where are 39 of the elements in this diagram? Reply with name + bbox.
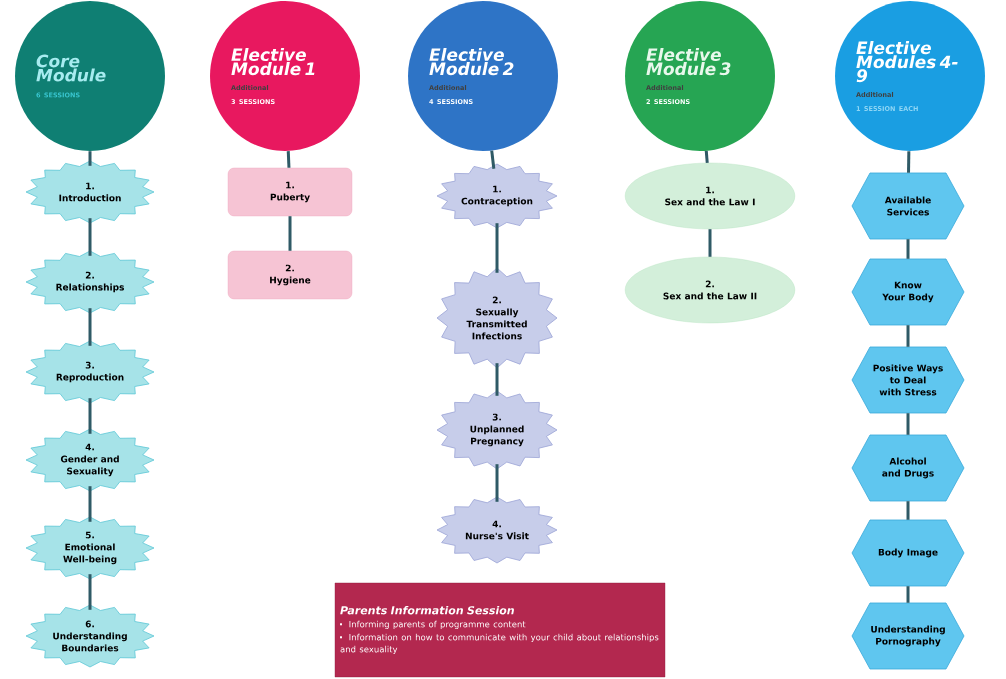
session-starburst: 3. Unplanned Pregnancy (436, 390, 558, 470)
session-box: 1. Puberty (227, 167, 353, 217)
session-starburst: 5. Emotional Well-being (25, 516, 155, 580)
session-hexagon: Available Services (851, 172, 965, 240)
connector-line (906, 413, 910, 435)
connector-line (495, 363, 499, 396)
connector-line (906, 239, 910, 259)
connector-line (490, 150, 496, 169)
connector-line (88, 574, 92, 610)
connector-line (88, 151, 92, 166)
session-hexagon: Know Your Body (851, 258, 965, 326)
connector-line (906, 325, 910, 347)
connector-line (495, 464, 499, 502)
session-box: 2. Hygiene (227, 250, 353, 300)
connector-line (906, 501, 910, 520)
connector-line (288, 216, 292, 251)
session-hexagon: Positive Ways to Deal with Stress (851, 346, 965, 414)
connector-line (906, 586, 910, 603)
connector-line (704, 150, 709, 163)
session-starburst: 3. Reproduction (25, 340, 155, 404)
connector-line (286, 151, 291, 168)
connector-line (88, 486, 92, 522)
connector-line (907, 151, 911, 173)
session-hexagon: Alcohol and Drugs (851, 434, 965, 502)
connector-line (708, 229, 712, 257)
session-starburst: 4. Gender and Sexuality (25, 428, 155, 492)
session-starburst: 4. Nurse's Visit (436, 496, 558, 564)
session-hexagon: Understanding Pornography (851, 602, 965, 670)
session-starburst: 1. Contraception (436, 163, 558, 229)
connector-line (88, 308, 92, 346)
session-starburst: 2. Relationships (25, 250, 155, 314)
session-starburst: 2. Sexually Transmitted Infections (436, 267, 558, 369)
connector-line (88, 218, 92, 256)
connector-line (495, 223, 499, 273)
session-starburst: 1. Introduction (25, 160, 155, 224)
info-panel: Parents Information Session Informing parents of programme content Information on how to communicate with your child about relationships and sexuality (334, 582, 666, 678)
session-starburst: 6. Understanding Boundaries (25, 604, 155, 668)
connector-line (88, 398, 92, 434)
session-hexagon: Body Image (851, 519, 965, 587)
